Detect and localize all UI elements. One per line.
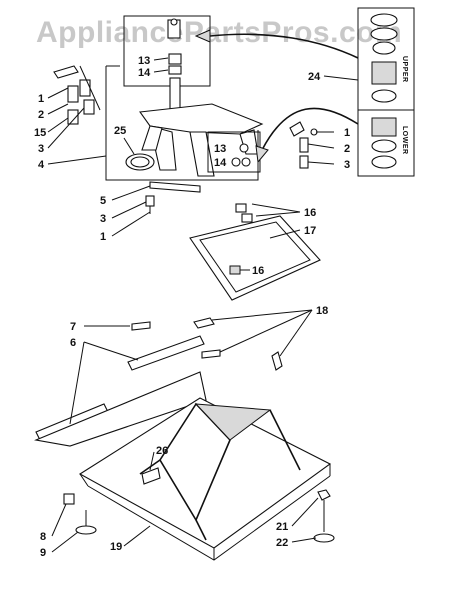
base-frame-group bbox=[34, 317, 335, 561]
support-bracket-group bbox=[189, 203, 321, 301]
callout-19: 19 bbox=[110, 541, 122, 553]
callout-24: 24 bbox=[308, 71, 321, 83]
callout-1-lower: 1 bbox=[100, 231, 106, 243]
callout-4: 4 bbox=[38, 159, 45, 171]
callout-3: 3 bbox=[38, 143, 44, 155]
upper-label: UPPER bbox=[401, 56, 408, 83]
callout-16-top: 16 bbox=[304, 207, 316, 219]
callout-22: 22 bbox=[276, 537, 288, 549]
bearing-kit-box: UPPER LOWER bbox=[357, 7, 415, 177]
callout-1-right: 1 bbox=[344, 127, 350, 139]
callout-25: 25 bbox=[114, 125, 126, 137]
callout-numbers: 1 2 15 3 4 13 14 24 25 1 2 3 13 14 5 3 1… bbox=[34, 55, 350, 559]
callout-16-lower: 16 bbox=[252, 265, 264, 277]
callout-14-right: 14 bbox=[214, 157, 227, 169]
callout-2-right: 2 bbox=[344, 143, 350, 155]
lower-label: LOWER bbox=[401, 126, 408, 155]
callout-3-right: 3 bbox=[344, 159, 350, 171]
callout-13-right: 13 bbox=[214, 143, 226, 155]
callout-21: 21 bbox=[276, 521, 288, 533]
callout-13-top: 13 bbox=[138, 55, 150, 67]
leader-lines bbox=[47, 57, 359, 553]
callout-5: 5 bbox=[100, 195, 106, 207]
lower-arrow bbox=[261, 107, 359, 151]
upper-arrow bbox=[209, 33, 359, 59]
callout-14-top: 14 bbox=[138, 67, 151, 79]
callout-26: 26 bbox=[156, 445, 168, 457]
callout-6: 6 bbox=[70, 337, 76, 349]
callout-17: 17 bbox=[304, 225, 316, 237]
callout-9: 9 bbox=[40, 547, 46, 559]
callout-7: 7 bbox=[70, 321, 76, 333]
callout-8: 8 bbox=[40, 531, 46, 543]
callout-3-lower: 3 bbox=[100, 213, 106, 225]
right-hardware-group bbox=[289, 121, 318, 169]
left-hardware-group bbox=[53, 65, 101, 125]
watermark-text: AppliancePartsPros.com bbox=[36, 16, 402, 49]
callout-2: 2 bbox=[38, 109, 44, 121]
callout-15: 15 bbox=[34, 127, 46, 139]
callout-1: 1 bbox=[38, 93, 44, 105]
callout-18: 18 bbox=[316, 305, 328, 317]
